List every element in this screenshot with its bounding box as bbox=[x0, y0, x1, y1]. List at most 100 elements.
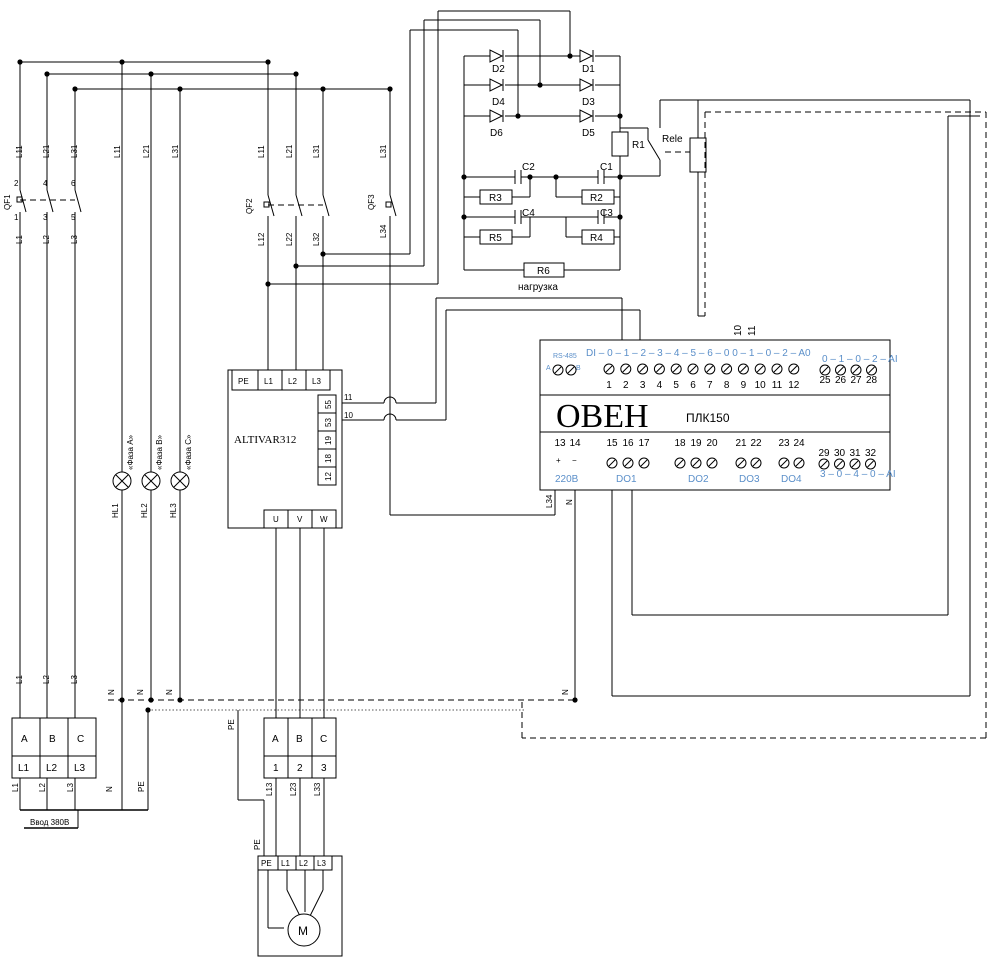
plc-terminal-num-4: 4 bbox=[657, 380, 663, 391]
plc-brand: ОВЕН bbox=[556, 398, 649, 435]
qf3-l34: L34 bbox=[379, 224, 388, 238]
diode-d5: D5 bbox=[582, 128, 595, 139]
motor-b: B bbox=[296, 734, 303, 745]
rc-network bbox=[461, 170, 623, 278]
atv-v: V bbox=[297, 515, 303, 524]
supply-l1: L1 bbox=[18, 763, 30, 774]
plc-terminal-num-14: 14 bbox=[569, 438, 581, 449]
supply-l3-top: L3 bbox=[70, 675, 79, 684]
n-label-3: N bbox=[165, 689, 174, 695]
plc-terminal-num-13: 13 bbox=[554, 438, 566, 449]
qf3-breaker[interactable] bbox=[385, 89, 556, 516]
lamp1-line: L11 bbox=[113, 145, 122, 158]
atv-l2: L2 bbox=[288, 377, 297, 386]
lamp1-name: HL1 bbox=[111, 503, 120, 518]
plc-terminal-num-6: 6 bbox=[690, 380, 696, 391]
relay-label: Rele bbox=[662, 134, 683, 145]
neutral-line bbox=[108, 490, 578, 856]
qf1-breaker[interactable] bbox=[16, 62, 82, 718]
n-label-1: N bbox=[107, 689, 116, 695]
lamp2-line: L21 bbox=[142, 144, 151, 158]
motor-2: 2 bbox=[297, 763, 303, 774]
plc-terminal-num-11: 11 bbox=[772, 380, 783, 391]
motor-block bbox=[263, 717, 337, 856]
qf1-top-4: 4 bbox=[43, 179, 48, 188]
qf2-l12: L12 bbox=[257, 232, 266, 246]
qf2-l22: L22 bbox=[285, 232, 294, 246]
motor-term-l2: L2 bbox=[299, 859, 308, 868]
motor-term-l1: L1 bbox=[281, 859, 290, 868]
qf2-breaker[interactable] bbox=[263, 62, 330, 370]
qf1-l3-label: L3 bbox=[70, 235, 79, 244]
supply-w-l1: L1 bbox=[11, 783, 20, 792]
supply-caption: Ввод 380В bbox=[30, 818, 69, 827]
qf2-l31: L31 bbox=[312, 144, 321, 158]
plc-plus: + bbox=[556, 456, 561, 465]
atv-wire-11: 11 bbox=[344, 393, 353, 402]
supply-block bbox=[11, 717, 149, 829]
qf1-l21-label: L21 bbox=[42, 144, 51, 158]
supply-l2-top: L2 bbox=[42, 675, 51, 684]
cap-c2: C2 bbox=[522, 162, 535, 173]
plc-terminal-num-24: 24 bbox=[793, 438, 805, 449]
qf1-l1-label: L1 bbox=[15, 235, 24, 244]
plc-terminal-num-8: 8 bbox=[724, 380, 730, 391]
supply-w-n: N bbox=[105, 786, 114, 792]
motor-a: A bbox=[272, 734, 279, 745]
plc-terminal-num-17: 17 bbox=[638, 438, 650, 449]
plc-terminal-num-16: 16 bbox=[622, 438, 634, 449]
plc-wire-11: 11 bbox=[747, 325, 758, 336]
plc-terminal-num-31: 31 bbox=[849, 448, 861, 459]
supply-l1-top: L1 bbox=[15, 675, 24, 684]
res-r2: R2 bbox=[590, 193, 603, 204]
plc-terminal-num-7: 7 bbox=[707, 380, 713, 391]
atv-wire-10: 10 bbox=[344, 411, 353, 420]
res-r5: R5 bbox=[489, 233, 502, 244]
diode-d4: D4 bbox=[492, 97, 505, 108]
diode-d1: D1 bbox=[582, 64, 595, 75]
plc-terminal-num-30: 30 bbox=[834, 448, 846, 459]
plc-terminal-num-1: 1 bbox=[606, 380, 612, 391]
plc-signal-wires bbox=[342, 297, 641, 421]
lamp3-caption: «Фаза С» bbox=[184, 434, 193, 470]
plc-do4: DO4 bbox=[781, 474, 802, 485]
atv-t53: 53 bbox=[324, 418, 333, 427]
plc-n: N bbox=[565, 499, 574, 505]
plc-terminal-num-28: 28 bbox=[866, 375, 878, 386]
res-r1: R1 bbox=[632, 140, 645, 151]
atv-l1: L1 bbox=[264, 377, 273, 386]
plc-output-wires bbox=[521, 100, 987, 739]
atv-l3: L3 bbox=[312, 377, 321, 386]
n-label-4: N bbox=[561, 689, 570, 695]
cap-c4: C4 bbox=[522, 208, 535, 219]
labels: L11 L21 L31 2 4 6 1 3 5 QF1 L1 L2 L3 L11… bbox=[3, 64, 898, 938]
plc-l34: L34 bbox=[545, 494, 554, 508]
plc-rs-b: B bbox=[576, 365, 581, 372]
qf1-bot-1: 1 bbox=[14, 213, 19, 222]
plc-terminal-num-2: 2 bbox=[623, 380, 629, 391]
lamp3-line: L31 bbox=[171, 144, 180, 158]
plc-terminal-num-5: 5 bbox=[673, 380, 679, 391]
qf2-l32: L32 bbox=[312, 232, 321, 246]
qf1-top-2: 2 bbox=[14, 179, 19, 188]
qf1-l11-label: L11 bbox=[15, 145, 24, 158]
plc-terminal-num-29: 29 bbox=[818, 448, 830, 459]
supply-b: B bbox=[49, 734, 56, 745]
plc-terminal-num-15: 15 bbox=[606, 438, 618, 449]
plc-terminal-num-26: 26 bbox=[835, 375, 847, 386]
plc-terminal-num-9: 9 bbox=[741, 380, 747, 391]
motor-term-l3: L3 bbox=[317, 859, 326, 868]
plc-terminal-num-3: 3 bbox=[640, 380, 646, 391]
plc-terminal-num-21: 21 bbox=[735, 438, 747, 449]
qf1-bot-5: 5 bbox=[71, 213, 76, 222]
supply-w-l2: L2 bbox=[38, 783, 47, 792]
altivar-drive[interactable] bbox=[227, 369, 343, 718]
supply-c: C bbox=[77, 734, 84, 745]
motor-1: 1 bbox=[273, 763, 279, 774]
plc-supply: 220В bbox=[555, 474, 579, 485]
cap-c1: C1 bbox=[600, 162, 613, 173]
plc-ai-top: 0 – 1 – 0 – 2 – AI bbox=[822, 354, 898, 365]
qf1-name: QF1 bbox=[3, 194, 12, 210]
plc-terminal-num-18: 18 bbox=[674, 438, 686, 449]
